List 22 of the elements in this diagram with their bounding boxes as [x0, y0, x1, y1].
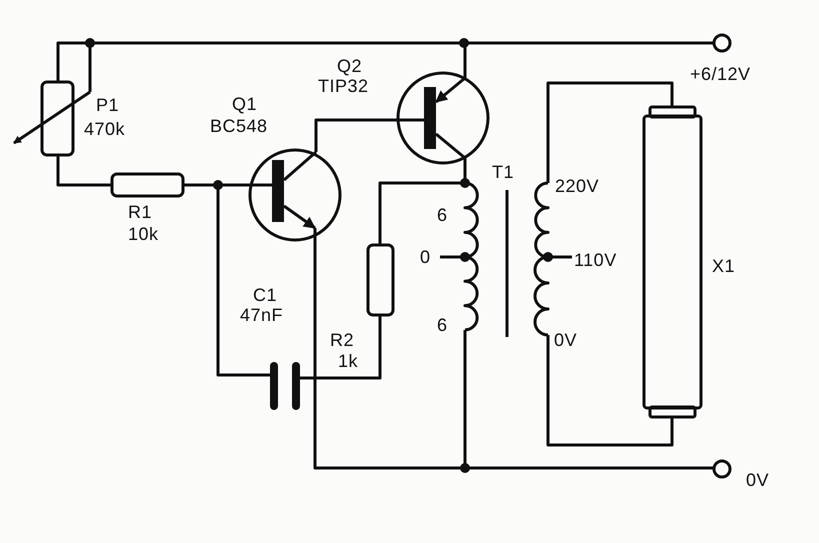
component-label: 1k — [338, 351, 358, 371]
component-label: Q2 — [337, 56, 362, 76]
component-label: R1 — [128, 202, 152, 222]
component-label: 0V — [746, 470, 770, 490]
component-label: C1 — [253, 285, 278, 305]
component-label: 220V — [555, 176, 600, 196]
component-label: 0 — [420, 247, 431, 267]
component-label: +6/12V — [690, 64, 751, 84]
component-label: 470k — [84, 119, 126, 139]
component-label: BC548 — [210, 116, 268, 136]
component-label: 6 — [437, 205, 448, 225]
component-label: R2 — [330, 330, 354, 350]
component-label: 110V — [574, 250, 617, 270]
component-label: 47nF — [240, 305, 284, 325]
component-label: 6 — [437, 315, 448, 335]
component-label: X1 — [712, 256, 736, 276]
component-label: P1 — [96, 95, 120, 115]
component-label: Q1 — [232, 94, 258, 114]
component-label: 10k — [128, 224, 159, 244]
component-label: 0V — [554, 330, 578, 350]
component-label: T1 — [492, 162, 514, 182]
component-label: TIP32 — [318, 76, 369, 96]
